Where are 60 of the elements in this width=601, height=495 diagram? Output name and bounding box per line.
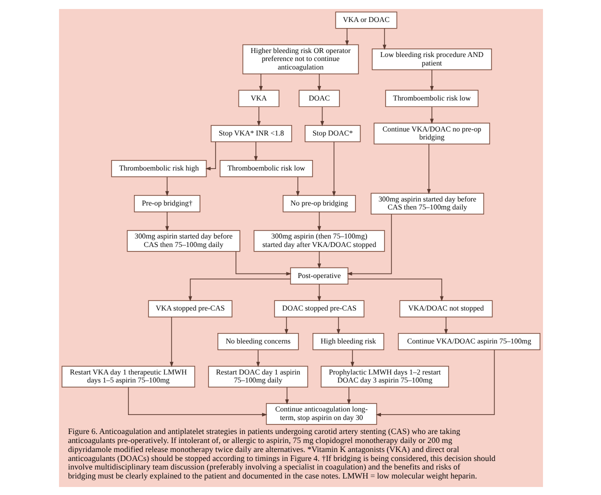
arrow xyxy=(258,73,262,91)
node-box: Continue VKA/DOAC no pre-op bridging xyxy=(373,122,490,144)
arrow xyxy=(316,73,321,91)
node-box: VKA xyxy=(238,89,279,107)
node-box: Low bleeding risk procedure AND patient xyxy=(371,48,492,70)
arrow xyxy=(235,250,291,276)
arrow xyxy=(347,278,444,301)
arrow xyxy=(444,316,448,334)
arrow xyxy=(316,283,321,302)
arrow xyxy=(284,386,288,404)
arrow xyxy=(204,141,216,170)
arrow xyxy=(430,106,434,124)
node-box: Prophylactic LMWH days 1–2 restart DOAC day 3 aspirin 75–100mg xyxy=(320,365,449,387)
arrow xyxy=(375,349,494,416)
arrow xyxy=(430,68,434,91)
arrow xyxy=(188,278,290,301)
node-box: DOAC stopped pre-CAS xyxy=(274,300,364,317)
node-box: DOAC xyxy=(298,89,340,107)
node-box: Restart VKA day 1 therapeutic LMWH days 1–5 aspirin 75–100mg xyxy=(61,365,195,387)
node-box: Restart DOAC day 1 aspirin 75–100mg daily xyxy=(208,365,308,387)
node-box: Thromboembolic risk low xyxy=(219,160,312,177)
node-box: VKA stopped pre-CAS xyxy=(148,300,232,317)
node-box: Higher bleeding risk OR operator preference not to continue anticoagulation xyxy=(242,44,358,74)
arrow xyxy=(284,316,288,334)
arrow xyxy=(164,211,168,231)
node-box: Continue anticoagulation long-term, stop aspirin on day 30 xyxy=(265,402,377,424)
arrow xyxy=(256,106,260,126)
arrow xyxy=(254,141,258,161)
node-box: Stop DOAC* xyxy=(304,124,360,142)
node-box: 300mg aspirin (then 75–100mg) started day after VKA/DOAC stopped xyxy=(253,230,384,252)
arrow xyxy=(128,386,267,416)
arrow xyxy=(169,316,173,367)
node-box: Thromboembolic risk low xyxy=(384,89,478,107)
node-box: High bleeding risk xyxy=(312,332,384,350)
arrow xyxy=(164,176,168,196)
arrow xyxy=(316,250,321,268)
arrow xyxy=(296,176,300,196)
node-box: Thromboembolic risk high xyxy=(110,160,206,177)
node-box: 300mg aspirin started day before CAS then 75–100mg daily xyxy=(370,192,484,214)
node-box: Post-operative xyxy=(290,266,348,284)
node-box: Pre-op bridging† xyxy=(133,194,200,212)
arrow xyxy=(336,316,340,334)
arrow xyxy=(332,140,336,196)
arrow xyxy=(346,386,350,404)
node-box: VKA/DOAC not stopped xyxy=(398,300,492,317)
arrow xyxy=(382,28,386,50)
node-box: No bleeding concerns xyxy=(216,332,298,350)
arrow xyxy=(316,211,321,231)
arrow xyxy=(426,143,430,194)
arrow xyxy=(346,213,392,276)
node-box: VKA or DOAC xyxy=(334,11,397,28)
arrow xyxy=(320,106,324,126)
node-box: Continue VKA/DOAC aspirin 75–100mg xyxy=(397,332,540,350)
arrow xyxy=(350,349,354,367)
node-box: 300mg aspirin started day before CAS then 75–100mg daily xyxy=(126,230,240,252)
node-box: No pre-op bridging xyxy=(282,194,356,212)
caption: Figure 6. Anticoagulation and antiplatelet strategies in patients undergoing carotid artery stenting (CAS) who are taking anticoagulants pre-operatively. If intolerant of, or allergic to aspirin, 75 mg clopidogrel monotherapy daily or 200 mg dipyridamole modified release monotherapy twice daily are alternatives. *Vitamin K antagonists (VKA) and direct oral anticoagulants (DOACs) should be stopped according to timings in Figure 4. †If bridging is being considered, this decision should involve multidisciplinary team discussion (preferably involving a specialist in coagulation) and the benefits and risks of bridging must be clearly explained to the patient and documented in the case notes. LMWH = low molecular weight heparin. xyxy=(67,426,495,480)
arrow xyxy=(256,349,260,367)
arrow xyxy=(344,28,348,46)
node-box: Stop VKA* INR <1.8 xyxy=(210,124,292,142)
